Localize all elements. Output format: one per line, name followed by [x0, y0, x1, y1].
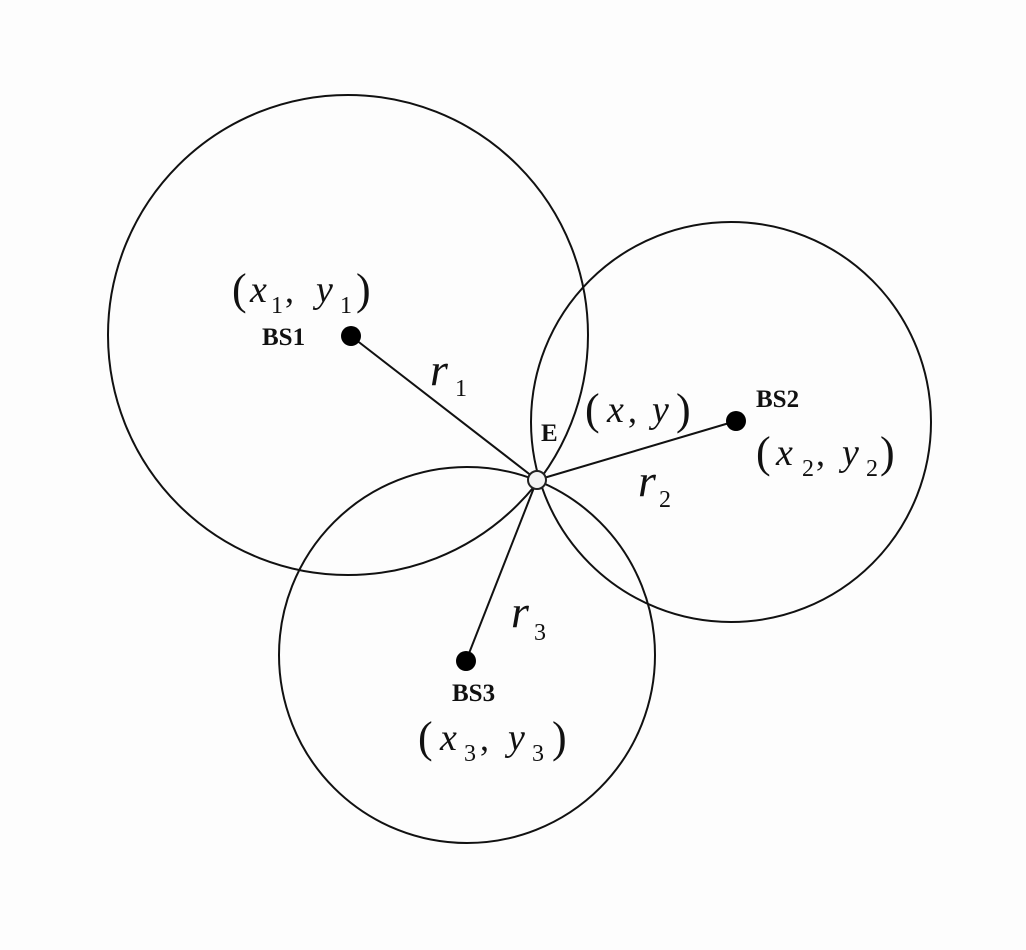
bs3-coordinates: ( x 3 , y 3 ): [418, 713, 567, 767]
target-e-label: E: [541, 420, 558, 447]
comma: ,: [285, 270, 294, 310]
target-e-node: [527, 470, 547, 490]
range-var: r: [430, 344, 449, 395]
bs2-coverage-circle: [530, 221, 932, 623]
bs1-coordinates: ( x 1 , y 1 ): [232, 265, 371, 319]
range-label-r2: r 2: [638, 455, 671, 513]
bs1-label: BS1: [262, 324, 305, 351]
coord-y: y: [648, 389, 669, 431]
target-coordinates: ( x , y ): [585, 385, 691, 434]
coord-y-sub: 1: [340, 293, 352, 319]
range-line-r3: [465, 479, 538, 662]
bs3-node: [456, 651, 476, 671]
bs1-node: [341, 326, 361, 346]
range-sub: 3: [534, 620, 546, 646]
close-paren: ): [552, 713, 567, 762]
comma: ,: [816, 433, 825, 473]
range-label-r1: r 1: [430, 344, 467, 402]
open-paren: (: [585, 385, 600, 434]
coord-x: x: [775, 432, 793, 474]
range-sub: 2: [659, 487, 671, 513]
range-var: r: [511, 586, 530, 637]
coord-y-sub: 3: [532, 741, 544, 767]
range-line-r2: [536, 420, 737, 481]
coord-y: y: [312, 269, 333, 311]
coord-y: y: [504, 717, 525, 759]
range-line-r1: [350, 335, 538, 481]
open-paren: (: [756, 428, 771, 477]
close-paren: ): [880, 428, 895, 477]
coord-x: x: [249, 269, 267, 311]
open-paren: (: [232, 265, 247, 314]
coord-x: x: [606, 389, 624, 431]
comma: ,: [628, 390, 637, 430]
coord-x: x: [439, 717, 457, 759]
bs3-label: BS3: [452, 680, 495, 707]
bs3-coverage-circle: [278, 466, 656, 844]
close-paren: ): [676, 385, 691, 434]
open-paren: (: [418, 713, 433, 762]
coord-x-sub: 3: [464, 741, 476, 767]
bs2-coordinates: ( x 2 , y 2 ): [756, 428, 895, 482]
bs2-label: BS2: [756, 386, 799, 413]
range-var: r: [638, 455, 657, 506]
coord-x-sub: 1: [271, 293, 283, 319]
bs1-coverage-circle: [107, 94, 589, 576]
comma: ,: [480, 718, 489, 758]
coord-x-sub: 2: [802, 456, 814, 482]
range-label-r3: r 3: [511, 586, 546, 646]
close-paren: ): [356, 265, 371, 314]
range-sub: 1: [455, 376, 467, 402]
coord-y-sub: 2: [866, 456, 878, 482]
coord-y: y: [838, 432, 859, 474]
bs2-node: [726, 411, 746, 431]
